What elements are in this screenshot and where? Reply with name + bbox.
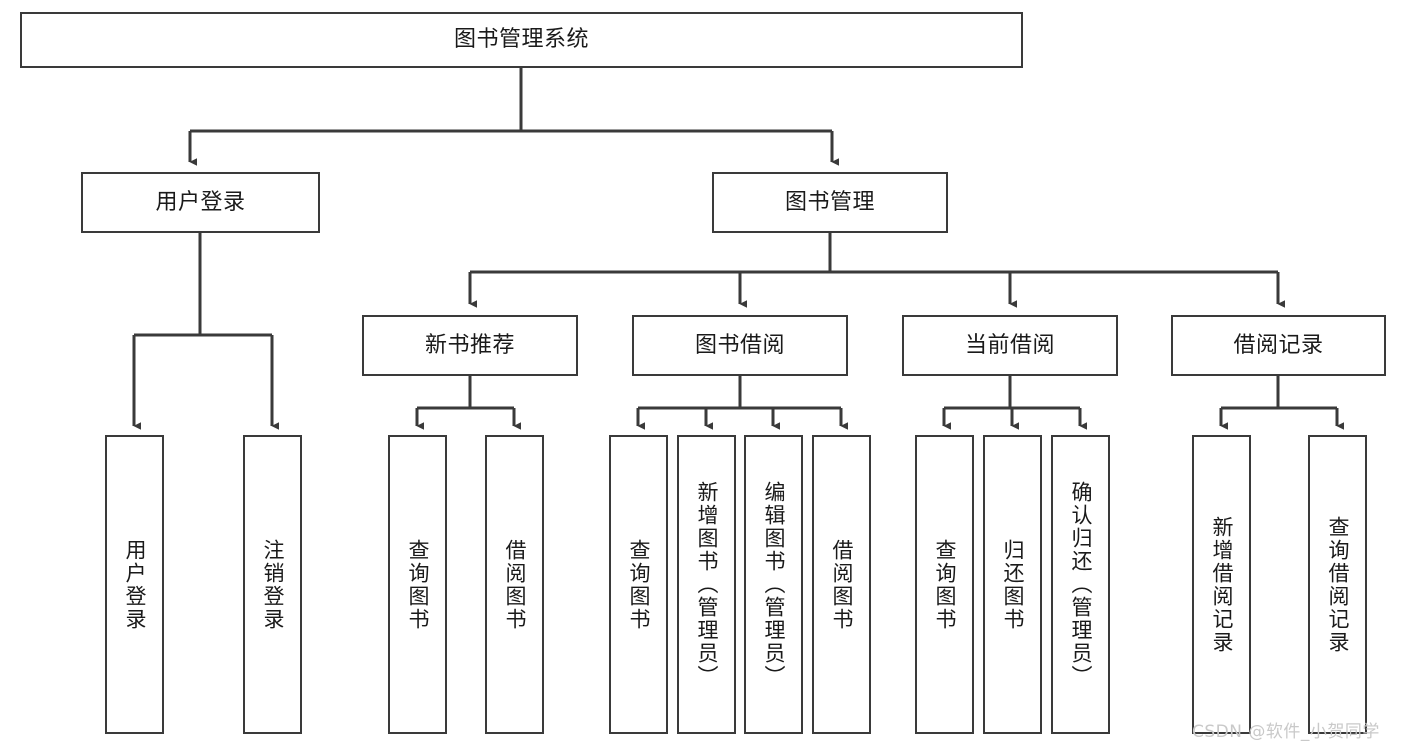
node-leaf-add-book-label: 新增图书（管理员）	[694, 481, 719, 688]
node-leaf-logout-login-label: 注销登录	[260, 538, 285, 631]
node-leaf-add-record[interactable]: 新增借阅记录	[1192, 435, 1251, 734]
node-current-borrow[interactable]: 当前借阅	[902, 315, 1118, 376]
node-new-book-recommend[interactable]: 新书推荐	[362, 315, 578, 376]
node-leaf-return-book[interactable]: 归还图书	[983, 435, 1042, 734]
node-leaf-query-book-2[interactable]: 查询图书	[609, 435, 668, 734]
node-leaf-edit-book[interactable]: 编辑图书（管理员）	[744, 435, 803, 734]
node-leaf-borrow-book-1[interactable]: 借阅图书	[485, 435, 544, 734]
node-root[interactable]: 图书管理系统	[20, 12, 1023, 68]
node-book-management-label: 图书管理	[784, 189, 875, 215]
node-leaf-add-book[interactable]: 新增图书（管理员）	[677, 435, 736, 734]
node-root-label: 图书管理系统	[453, 27, 589, 53]
node-leaf-confirm-return[interactable]: 确认归还（管理员）	[1051, 435, 1110, 734]
node-new-book-recommend-label: 新书推荐	[424, 332, 515, 358]
node-leaf-borrow-book-2-label: 借阅图书	[829, 538, 854, 631]
node-leaf-confirm-return-label: 确认归还（管理员）	[1068, 481, 1093, 688]
node-leaf-query-record[interactable]: 查询借阅记录	[1308, 435, 1367, 734]
node-leaf-query-record-label: 查询借阅记录	[1325, 515, 1350, 654]
node-leaf-query-book-2-label: 查询图书	[626, 538, 651, 631]
node-current-borrow-label: 当前借阅	[964, 332, 1055, 358]
node-leaf-logout-login[interactable]: 注销登录	[243, 435, 302, 734]
node-leaf-user-login[interactable]: 用户登录	[105, 435, 164, 734]
watermark-text: CSDN @软件_小贺同学	[1192, 722, 1380, 742]
node-leaf-user-login-label: 用户登录	[122, 538, 147, 631]
node-leaf-query-book-3[interactable]: 查询图书	[915, 435, 974, 734]
node-leaf-query-book-3-label: 查询图书	[932, 538, 957, 631]
node-borrow-record-label: 借阅记录	[1233, 332, 1324, 358]
node-user-login-label: 用户登录	[155, 189, 246, 215]
node-leaf-edit-book-label: 编辑图书（管理员）	[761, 481, 786, 688]
node-book-management[interactable]: 图书管理	[712, 172, 948, 233]
node-borrow-record[interactable]: 借阅记录	[1171, 315, 1386, 376]
node-leaf-add-record-label: 新增借阅记录	[1209, 515, 1234, 654]
node-leaf-query-book-1[interactable]: 查询图书	[388, 435, 447, 734]
node-leaf-borrow-book-1-label: 借阅图书	[502, 538, 527, 631]
node-leaf-query-book-1-label: 查询图书	[405, 538, 430, 631]
node-leaf-borrow-book-2[interactable]: 借阅图书	[812, 435, 871, 734]
node-book-borrow[interactable]: 图书借阅	[632, 315, 848, 376]
node-leaf-return-book-label: 归还图书	[1000, 538, 1025, 631]
node-book-borrow-label: 图书借阅	[694, 332, 785, 358]
node-user-login[interactable]: 用户登录	[81, 172, 320, 233]
